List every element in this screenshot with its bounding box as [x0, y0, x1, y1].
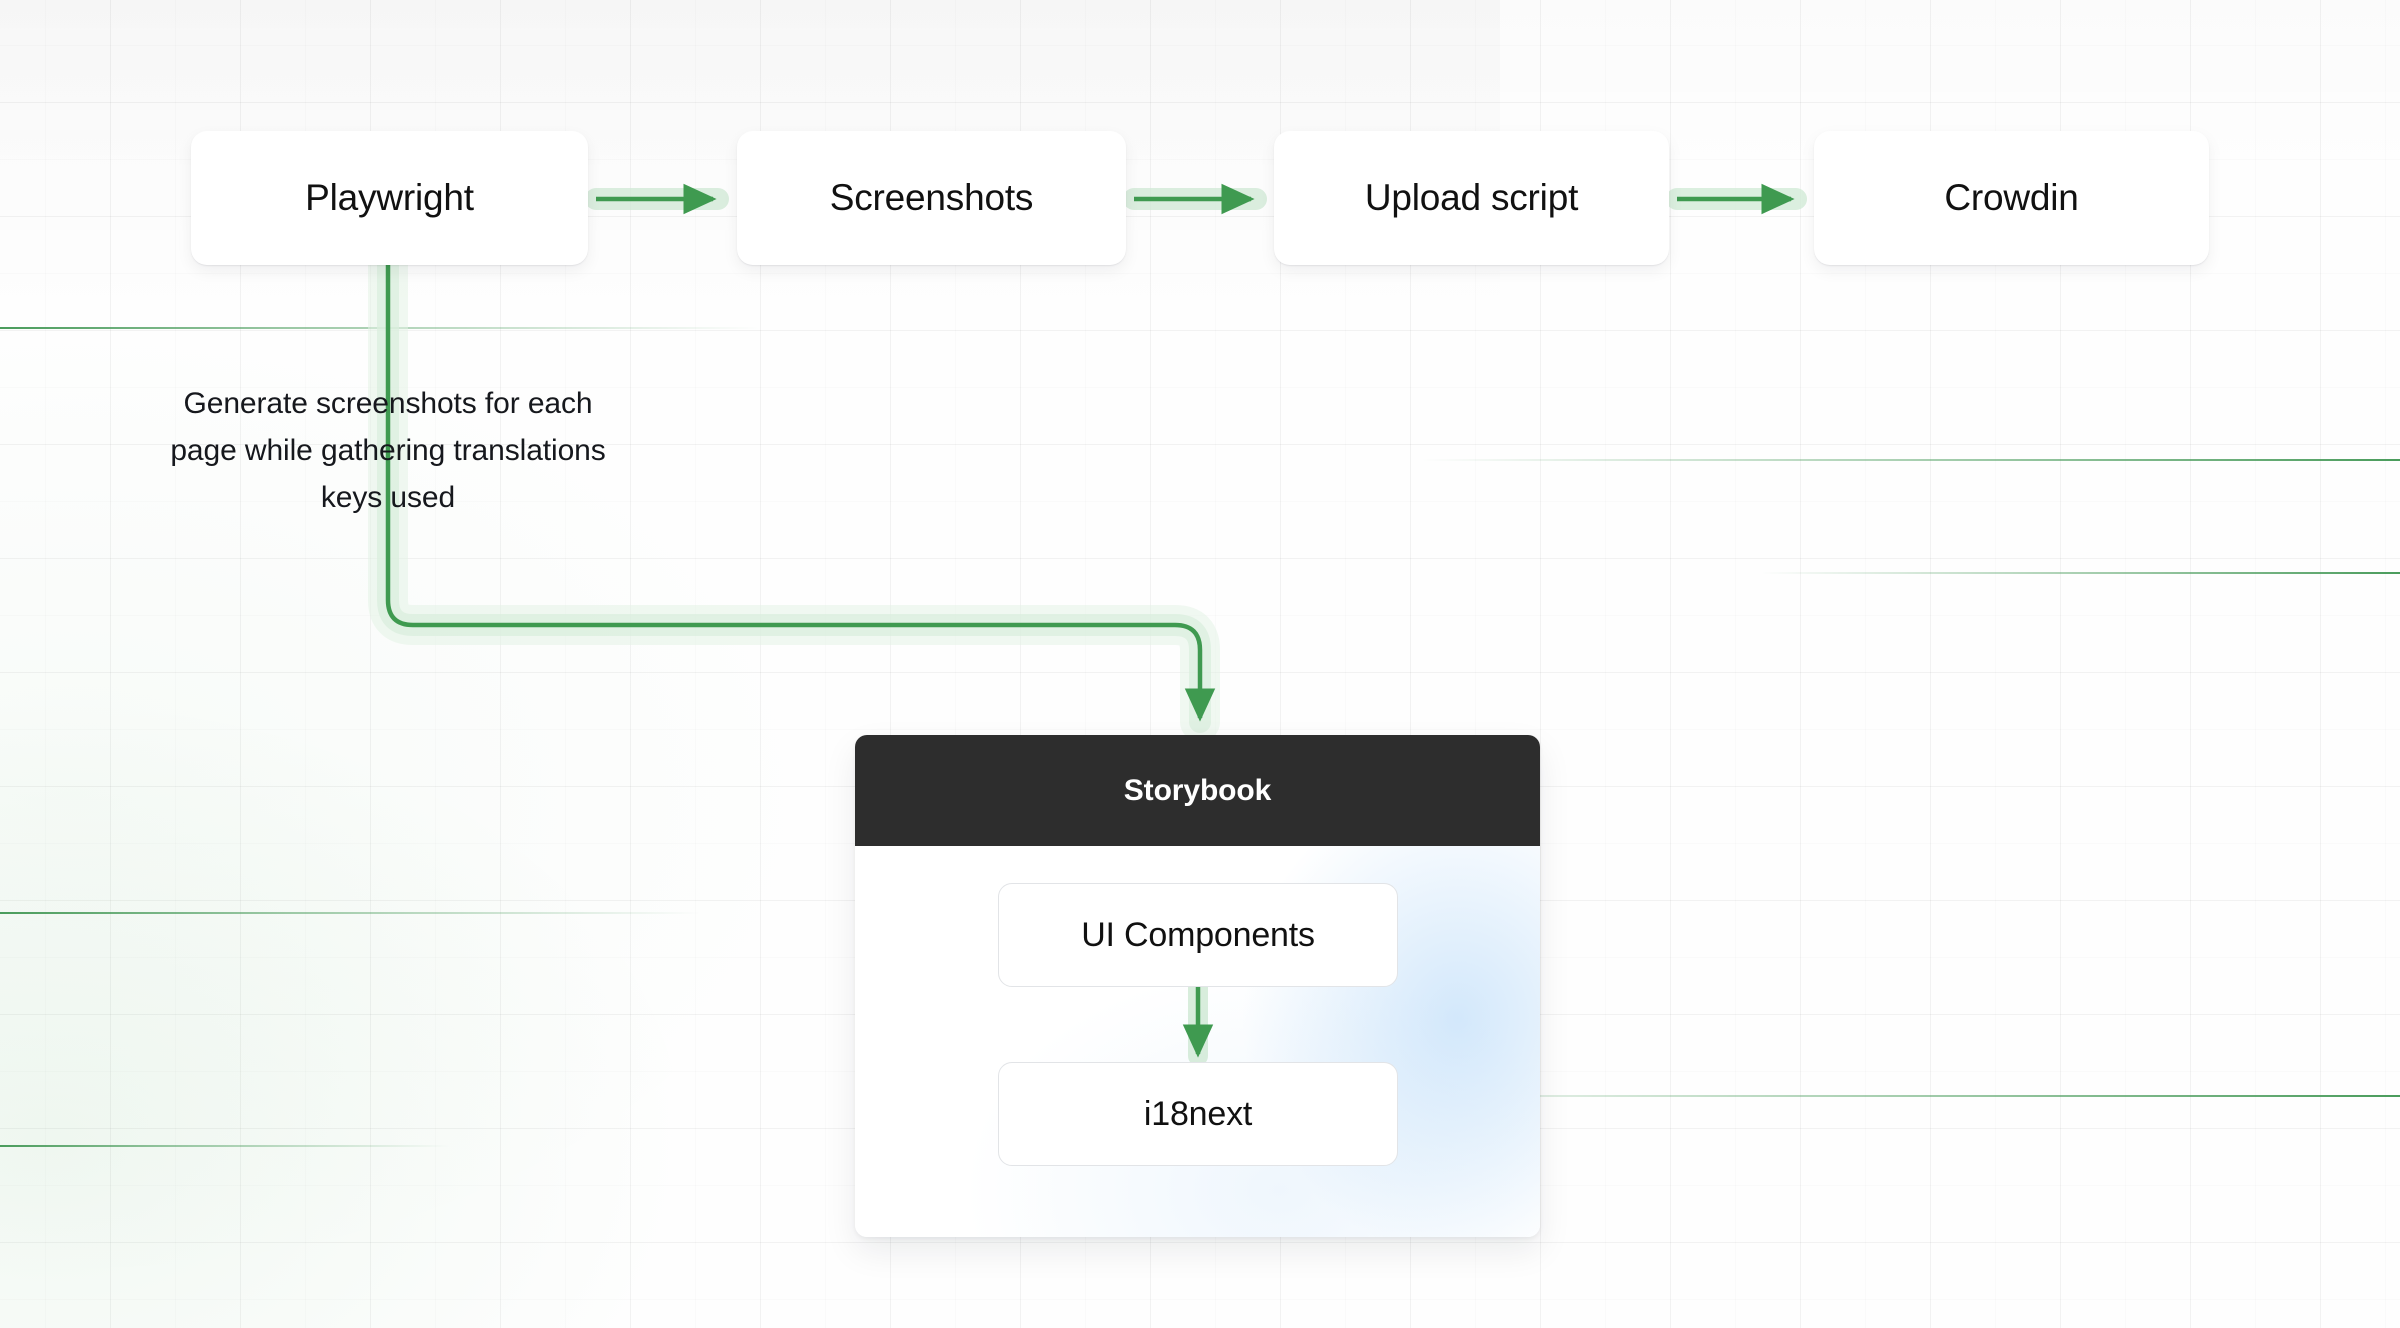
storybook-header: Storybook — [855, 735, 1540, 846]
node-ui-components-label: UI Components — [1081, 915, 1315, 954]
node-screenshots[interactable]: Screenshots — [737, 131, 1126, 265]
node-crowdin[interactable]: Crowdin — [1814, 131, 2209, 265]
decorative-rule-left-1 — [0, 327, 760, 329]
edge-caption: Generate screenshots for each page while… — [170, 387, 606, 514]
decorative-rule-right-2 — [1760, 572, 2400, 574]
node-screenshots-label: Screenshots — [829, 177, 1034, 218]
storybook-header-label: Storybook — [1123, 773, 1272, 807]
node-upload-script-label: Upload script — [1364, 177, 1579, 218]
node-ui-components[interactable]: UI Components — [998, 883, 1398, 987]
storybook-panel[interactable]: Storybook UI Components i18next — [855, 735, 1540, 1237]
decorative-rule-left-3 — [0, 1145, 450, 1147]
storybook-body: UI Components i18next — [855, 846, 1540, 1237]
decorative-rule-left-2 — [0, 912, 700, 914]
node-crowdin-label: Crowdin — [1944, 177, 2079, 218]
node-i18next[interactable]: i18next — [998, 1062, 1398, 1166]
decorative-rule-right-1 — [1420, 459, 2400, 461]
node-playwright-label: Playwright — [305, 177, 474, 218]
node-i18next-label: i18next — [1143, 1094, 1253, 1133]
node-playwright[interactable]: Playwright — [191, 131, 588, 265]
node-upload-script[interactable]: Upload script — [1274, 131, 1669, 265]
